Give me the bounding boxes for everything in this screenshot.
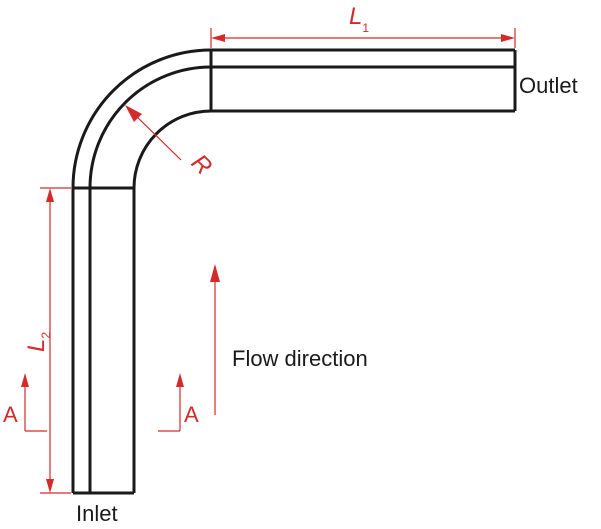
l2-arrow-top — [46, 188, 54, 202]
pipe-geometry — [71, 48, 517, 495]
radius-dimension: R — [125, 105, 217, 181]
l2-sub: 2 — [39, 332, 53, 339]
l2-var: L — [23, 339, 50, 352]
flow-direction-label: Flow direction — [232, 346, 368, 371]
section-a-right: A — [158, 373, 199, 432]
section-left-label: A — [3, 402, 18, 427]
outer-wall — [71, 48, 515, 493]
section-right-arrow-head — [176, 373, 184, 387]
inner-wall — [132, 109, 515, 493]
l1-label: L1 — [349, 3, 369, 35]
l2-label: L2 — [23, 332, 53, 352]
section-left-arrow-head — [21, 373, 29, 387]
l1-var: L — [349, 3, 362, 30]
l1-arrow-right — [501, 34, 515, 42]
l1-dimension: L1 — [210, 3, 516, 48]
section-right-label: A — [184, 402, 199, 427]
radius-line — [129, 109, 182, 161]
l1-arrow-left — [211, 34, 225, 42]
flow-arrow-head — [210, 264, 220, 282]
l2-dimension: L2 — [23, 187, 71, 494]
outlet-label: Outlet — [519, 73, 578, 98]
radius-label: R — [186, 149, 217, 180]
flow-direction: Flow direction — [210, 264, 368, 415]
radius-arrow — [125, 105, 142, 122]
l1-sub: 1 — [362, 21, 369, 35]
inlet-label: Inlet — [76, 501, 118, 526]
l2-arrow-bottom — [46, 479, 54, 493]
section-a-left: A — [3, 373, 47, 432]
centerline-wall — [88, 65, 515, 493]
